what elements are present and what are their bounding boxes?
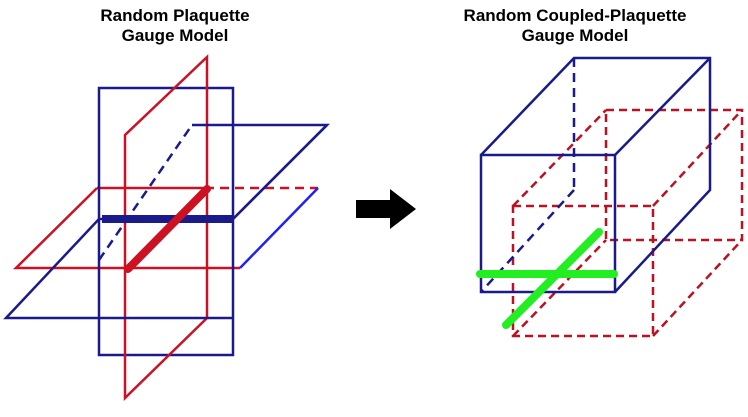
right-title-line2: Gauge Model (521, 26, 629, 45)
right-title-line1: Random Coupled-Plaquette (463, 6, 687, 25)
navy-horizontal-plaquette-dashed-edge (97, 124, 194, 261)
left-panel-title: Random Plaquette Gauge Model (60, 6, 290, 46)
green-link-diagonal (502, 228, 603, 329)
arrow-right-icon (356, 189, 416, 229)
thick-red-link (124, 185, 211, 273)
navy-vertical-plaquette (97, 86, 235, 357)
right-coupled-plaquette-diagram (476, 56, 744, 338)
navy-cube (479, 56, 712, 294)
right-panel-title: Random Coupled-Plaquette Gauge Model (440, 6, 710, 46)
left-plaquette-diagram (3, 54, 331, 401)
red-horizontal-plaquette (12, 187, 240, 270)
navy-horizontal-plaquette-edge (232, 124, 328, 220)
blue-plaquette-edge (239, 187, 319, 269)
left-title-line1: Random Plaquette (100, 6, 250, 25)
left-title-line2: Gauge Model (121, 26, 229, 45)
